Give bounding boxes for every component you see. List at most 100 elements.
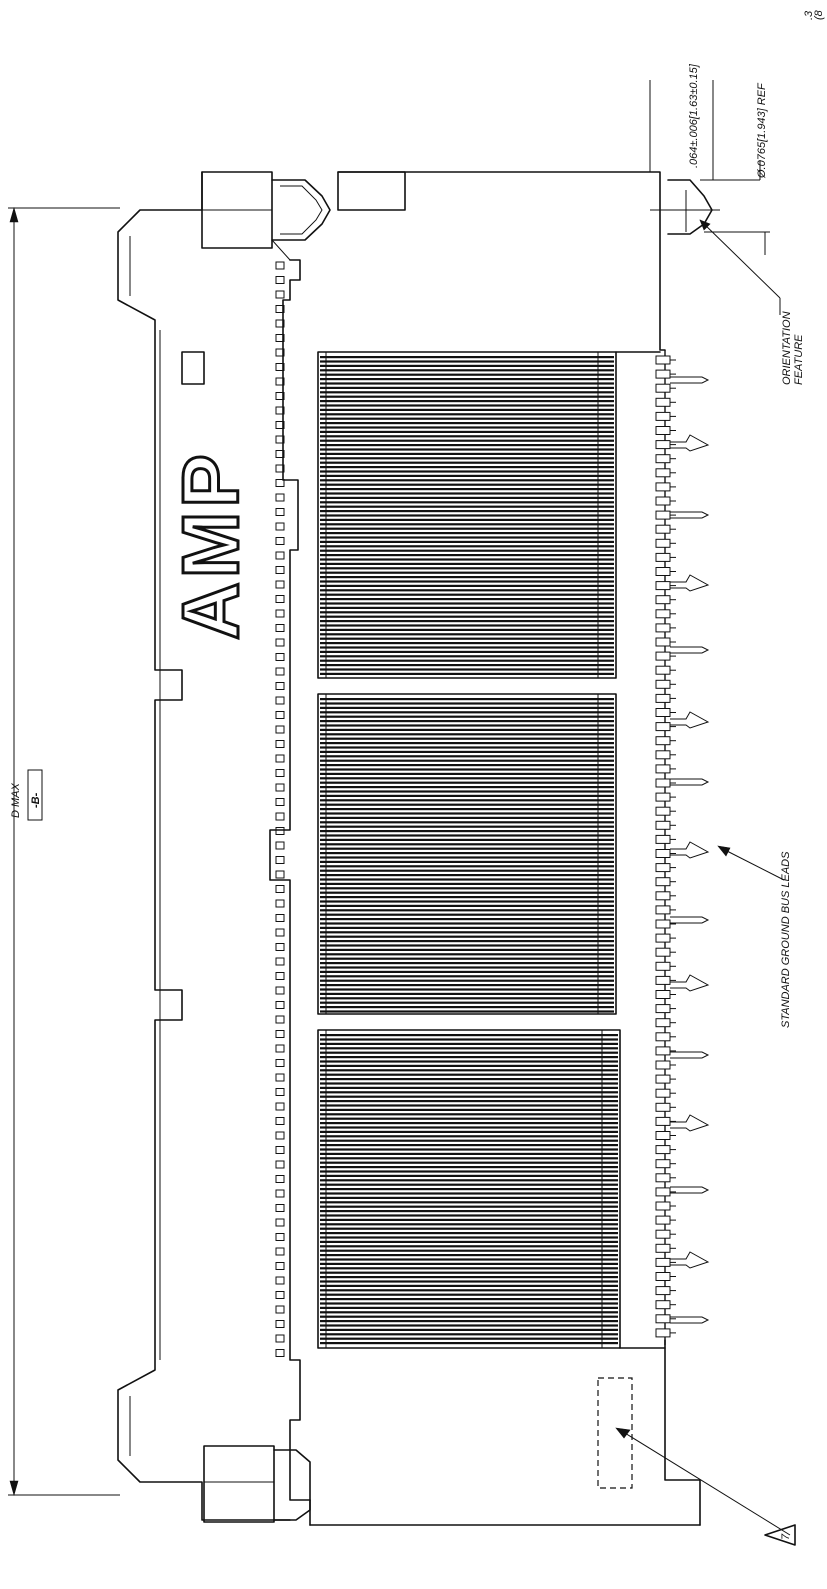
serration-tooth — [275, 740, 285, 748]
contact-line — [320, 1240, 618, 1243]
contact-line — [320, 1042, 618, 1045]
pin — [655, 1131, 671, 1140]
pin — [655, 905, 671, 915]
contact-line — [320, 1311, 618, 1314]
contact-line — [320, 764, 614, 767]
contact-line — [320, 1284, 618, 1287]
contact-line — [320, 461, 614, 464]
serration-tooth — [275, 1218, 285, 1227]
contact-line — [320, 633, 614, 636]
contact-line — [320, 466, 614, 469]
pin — [655, 863, 671, 873]
contact-line — [320, 1342, 618, 1345]
pin — [655, 792, 671, 802]
contact-line — [320, 1161, 618, 1164]
bus-lead — [670, 778, 710, 786]
contact-line — [320, 891, 614, 894]
contact-line — [320, 1245, 618, 1248]
serration-tooth — [275, 943, 285, 951]
contact-line — [320, 413, 614, 416]
contact-serration — [275, 261, 285, 1357]
note-flag — [764, 1524, 796, 1546]
contact-line — [320, 706, 614, 709]
contact-line — [320, 1113, 618, 1116]
contact-line — [320, 825, 614, 828]
contact-line — [320, 624, 614, 627]
bus-lead — [670, 711, 710, 729]
bus-lead — [670, 841, 710, 859]
pin — [655, 426, 671, 435]
pin — [655, 609, 671, 619]
serration-tooth — [275, 1146, 285, 1154]
pin — [655, 496, 671, 506]
contact-line — [320, 1069, 618, 1072]
contact-line — [320, 452, 614, 455]
contact-line — [320, 856, 614, 859]
pin — [655, 693, 671, 703]
contact-line — [320, 386, 614, 389]
contact-block-2 — [317, 693, 617, 1015]
pin — [655, 933, 671, 943]
pin-dimension: .064±.006[1.63±0.15] — [688, 63, 700, 168]
contact-line — [320, 356, 614, 359]
contact-line — [320, 711, 614, 714]
pin — [655, 1102, 671, 1112]
serration-tooth — [275, 580, 285, 589]
contact-line — [320, 422, 614, 425]
contact-line — [320, 1139, 618, 1142]
board-body — [269, 171, 701, 1526]
contact-line — [320, 435, 614, 438]
serration-tooth — [275, 392, 285, 400]
contact-line — [320, 1001, 614, 1004]
contact-line — [320, 1227, 618, 1230]
orientation-leader — [699, 219, 781, 315]
contact-line — [320, 448, 614, 451]
contact-line — [320, 360, 614, 363]
pin — [655, 778, 671, 788]
contact-line — [320, 1289, 618, 1292]
contact-line — [320, 505, 614, 508]
top-latch — [201, 171, 331, 261]
contact-line — [320, 733, 614, 736]
contact-line — [320, 900, 614, 903]
contact-line — [320, 501, 614, 504]
bus-lead — [670, 1186, 710, 1194]
contact-line — [320, 882, 614, 885]
contact-line — [320, 1271, 618, 1274]
contact-line — [320, 935, 614, 938]
contact-line — [320, 391, 614, 394]
serration-tooth — [275, 377, 285, 386]
serration-tooth — [275, 1247, 285, 1256]
contact-line — [320, 997, 614, 1000]
contact-line — [320, 979, 614, 982]
serration-tooth — [275, 305, 285, 313]
contact-line — [320, 1315, 618, 1318]
contact-line — [320, 1152, 618, 1155]
contact-line — [320, 1223, 618, 1226]
serration-tooth — [275, 754, 285, 763]
contact-line — [320, 777, 614, 780]
pin — [655, 1229, 671, 1239]
contact-line — [320, 984, 614, 987]
serration-tooth — [275, 508, 285, 516]
pin — [655, 524, 671, 534]
contact-line — [320, 759, 614, 762]
note-flag-number: 7 — [780, 1533, 792, 1540]
serration-tooth — [275, 1175, 285, 1183]
serration-tooth — [275, 1030, 285, 1038]
contact-line — [320, 1148, 618, 1151]
serration-tooth — [275, 1334, 285, 1343]
contact-line — [320, 554, 614, 557]
pin — [655, 383, 671, 393]
serration-tooth — [275, 841, 285, 850]
contact-line — [320, 834, 614, 837]
contact-line — [320, 1122, 618, 1125]
serration-tooth — [275, 1320, 285, 1328]
pin — [655, 736, 671, 746]
overall-dimension — [8, 206, 120, 1497]
contact-line — [320, 1082, 618, 1085]
orientation-label-2: FEATURE — [793, 334, 805, 385]
serration-tooth — [275, 1001, 285, 1009]
datum-box — [27, 769, 43, 821]
contact-line — [320, 931, 614, 934]
